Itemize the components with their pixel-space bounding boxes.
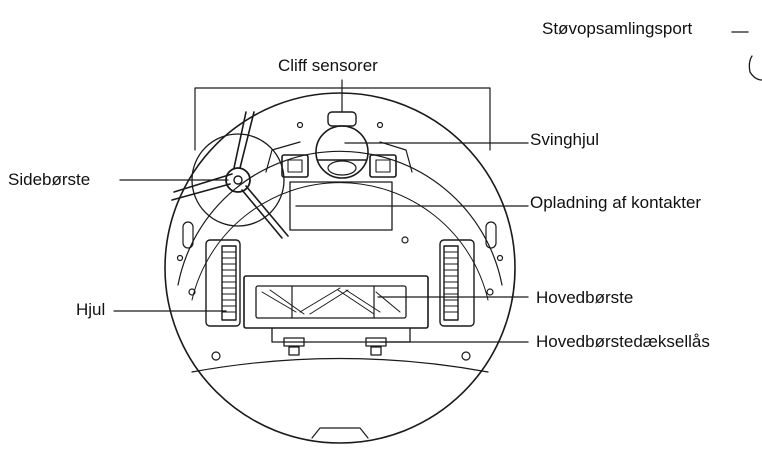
- tread-lines: [221, 251, 237, 313]
- left-side-sensor: [182, 221, 194, 249]
- bumper-ring: [177, 150, 503, 286]
- right-wheel: [439, 239, 475, 327]
- side-brush-bristle: [241, 185, 289, 239]
- brush-cover-panel: [271, 327, 411, 343]
- screw-hole: [211, 351, 221, 361]
- label-dust-port: Støvopsamlingsport: [542, 19, 693, 38]
- cover-lock-left: [283, 337, 305, 347]
- screw-hole: [296, 121, 304, 129]
- wheel-tread: [221, 245, 237, 321]
- left-wheel: [205, 239, 241, 327]
- lower-panel-line: [191, 357, 489, 373]
- label-wheel: Hjul: [76, 300, 106, 319]
- screw-hole: [376, 121, 384, 129]
- side-brush-bristle: [233, 111, 255, 169]
- screw-hole: [496, 254, 504, 262]
- label-side-brush: Sidebørste: [8, 170, 91, 189]
- screw-hole: [486, 288, 494, 296]
- main-brush-roller: [255, 285, 407, 319]
- charging-contact-right-inner: [375, 159, 391, 173]
- label-cliff-sensors: Cliff sensorer: [278, 56, 378, 75]
- dust-port-icon: [748, 55, 762, 81]
- label-charging-contacts: Opladning af kontakter: [530, 193, 702, 212]
- label-caster-wheel: Svinghjul: [530, 130, 599, 149]
- charging-contact-right: [369, 154, 397, 178]
- main-brush-bristles: [261, 287, 401, 315]
- robot-body-outline: [164, 92, 516, 444]
- charging-contact-left: [281, 154, 309, 178]
- label-main-brush-cover-lock: Hovedbørstedæksellås: [536, 332, 710, 351]
- bottom-notch: [311, 427, 369, 439]
- main-brush-cover-locks: [283, 337, 387, 356]
- right-side-sensor: [485, 221, 497, 249]
- wheel-well: [439, 239, 475, 327]
- screw-hole: [401, 236, 409, 244]
- cover-lock-left-tab: [288, 346, 300, 356]
- label-main-brush: Hovedbørste: [536, 288, 634, 307]
- side-brush-hub-center: [233, 175, 243, 185]
- contact-bay-outline: [265, 141, 413, 173]
- screw-hole: [176, 254, 184, 262]
- screw-hole: [461, 351, 471, 361]
- screw-hole: [188, 288, 196, 296]
- caster-hub: [327, 160, 357, 176]
- wheel-well: [205, 239, 241, 327]
- side-brush-bristle: [171, 173, 233, 201]
- leader-lines: [113, 31, 749, 343]
- caster-wheel: [315, 125, 369, 179]
- front-cliff-sensor: [327, 111, 357, 127]
- screw-holes: [176, 121, 504, 361]
- cover-lock-right-tab: [370, 346, 382, 356]
- charging-contact-left-inner: [287, 159, 303, 173]
- wheel-tread: [443, 245, 459, 321]
- tread-lines: [443, 251, 459, 313]
- main-brush-housing: [243, 275, 429, 329]
